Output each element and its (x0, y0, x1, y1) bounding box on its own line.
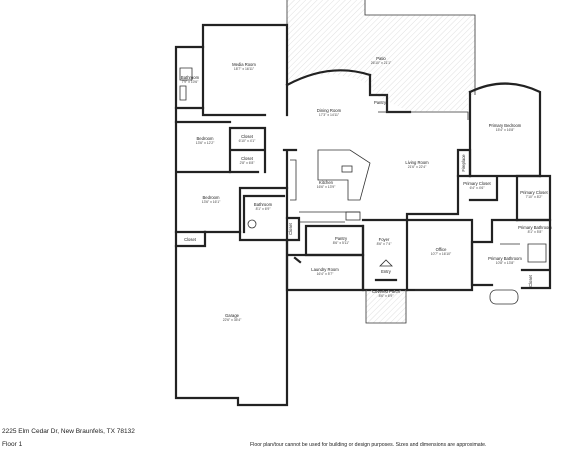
room-dim-kitchen: 16'6" x 13'9" (317, 185, 336, 189)
room-label-primary-bathroom-a: Primary Bathroom (518, 225, 552, 230)
room-label-bathroom-mid: Bathroom (254, 202, 273, 207)
covered-porch (366, 290, 406, 323)
room-dim-primary-closet-b: 7'10" x 8'2" (526, 195, 544, 199)
west-wing-walls (174, 106, 260, 234)
room-dim-primary-closet-a: 6'4" x 4'6" (470, 186, 486, 190)
room-label-kitchen: Kitchen (319, 180, 334, 185)
room-dim-bedroom-1: 13'6" x 12'2" (196, 141, 215, 145)
room-label-garage: Garage (225, 313, 240, 318)
room-label-primary-bedroom: Primary Bedroom (489, 123, 522, 128)
room-label-pantry-top: Pantry (374, 100, 387, 105)
room-dim-office: 10'7" x 16'10" (431, 252, 452, 256)
room-label-closet-2: Closet (241, 156, 254, 161)
room-dim-closet-1: 6'10" x 4'1" (239, 139, 257, 143)
pantry-top-walls (370, 94, 388, 112)
room-label-primary-closet-b: Primary Closet (520, 190, 548, 195)
laundry-walls (285, 238, 365, 292)
room-label-primary-bathroom-b: Primary Bathroom (488, 256, 522, 261)
room-label-primary-closet-a: Primary Closet (463, 181, 491, 186)
room-dim-primary-bathroom-a: 8'1" x 5'8" (528, 230, 544, 234)
fireplace-box (456, 148, 472, 178)
patio-area (287, 0, 475, 112)
closet-garage-walls (174, 230, 207, 248)
office-walls (405, 218, 474, 292)
dining-bay-wall (285, 69, 372, 87)
room-label-covered-porch: Covered Porch (372, 289, 401, 294)
room-label-closet-3: Closet (288, 222, 293, 235)
room-dim-pantry: 8'6" x 5'11" (333, 241, 350, 245)
room-dim-bedroom-2: 13'6" x 16'1" (202, 200, 221, 204)
room-dim-bathroom-top: 7'9" x 10'6" (182, 80, 200, 84)
room-label-bedroom-2: Bedroom (203, 195, 221, 200)
room-dim-laundry: 16'4" x 5'7" (317, 272, 335, 276)
room-dim-covered-porch: 8'6" x 6'9" (379, 294, 395, 298)
room-label-media: Media Room (232, 62, 256, 67)
room-dim-media: 18'7" x 16'11" (234, 67, 255, 71)
garage-walls (174, 230, 289, 407)
room-dim-closet-2: 2'8" x 6'8" (240, 161, 256, 165)
room-dim-living: 21'6" x 22'4" (408, 165, 427, 169)
room-dim-bathroom-mid: 8'1" x 6'9" (256, 207, 272, 211)
disclaimer-text: Floor plan/tour cannot be used for build… (250, 442, 487, 448)
room-label-patio: Patio (376, 56, 386, 61)
room-labels: Patio 26'10" x 21'1" Media Room 18'7" x … (181, 56, 552, 322)
primary-bathroom-walls (470, 218, 552, 290)
room-label-bathroom-top: Bathroom (181, 75, 200, 80)
room-dim-foyer: 8'6" x 7'4" (377, 242, 393, 246)
bathroom-mid-walls (242, 194, 286, 234)
room-label-living: Living Room (405, 160, 429, 165)
room-label-pantry: Pantry (335, 236, 348, 241)
room-dim-garage: 22'6" x 35'4" (223, 318, 242, 322)
bedroom2-walls (203, 186, 289, 234)
room-label-foyer: Foyer (379, 237, 390, 242)
room-label-bedroom-1: Bedroom (197, 136, 215, 141)
room-dim-dining: 17'3" x 14'11" (319, 113, 340, 117)
closet-walls (228, 126, 267, 174)
kitchen-island (317, 149, 371, 201)
room-dim-primary-bathroom-b: 10'8" x 13'8" (496, 261, 515, 265)
room-label-dining: Dining Room (317, 108, 342, 113)
address-label: 2225 Elm Cedar Dr, New Braunfels, TX 781… (2, 428, 135, 435)
room-label-closet-4: Closet (528, 274, 533, 287)
room-dim-patio: 26'10" x 21'1" (371, 61, 392, 65)
room-label-closet-5: Closet (184, 237, 197, 242)
room-label-fireplace: Fireplace (461, 154, 466, 172)
room-label-laundry: Laundry Room (311, 267, 339, 272)
room-label-office: Office (436, 247, 448, 252)
room-dim-primary-bedroom: 15'4" x 16'8" (496, 128, 515, 132)
floor-label: Floor 1 (2, 441, 23, 448)
room-label-entry: Entry (381, 269, 392, 274)
room-label-closet-1: Closet (241, 134, 254, 139)
